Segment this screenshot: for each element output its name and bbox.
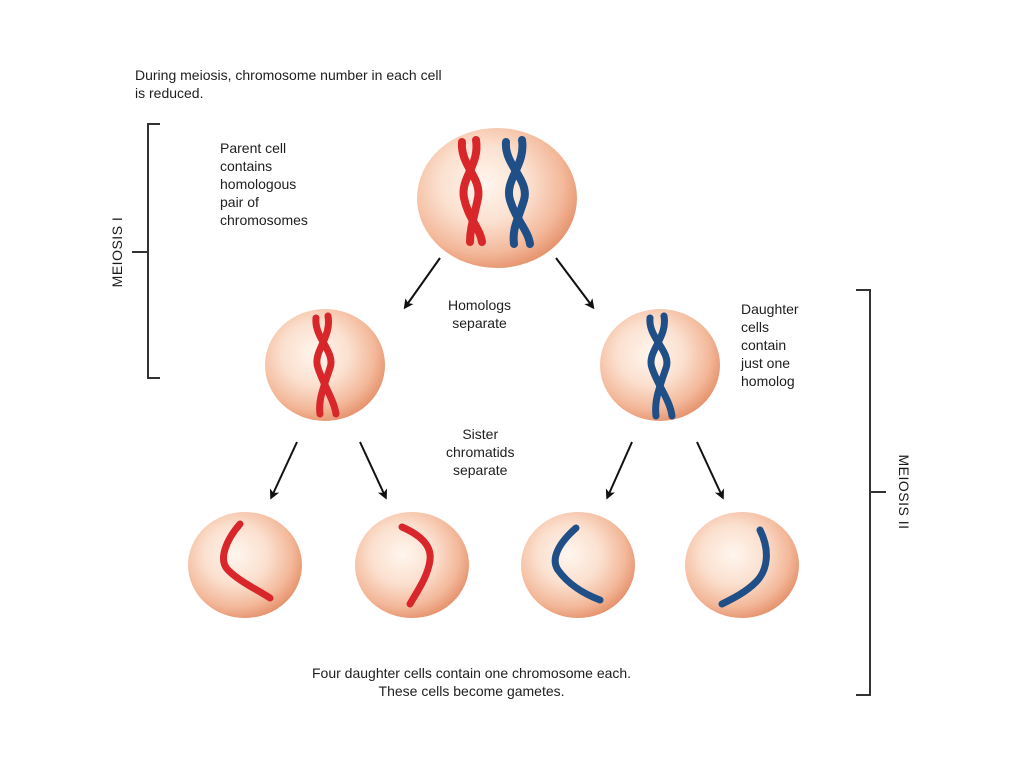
daughter-cells-label: Daughter cells contain just one homolog	[741, 301, 799, 389]
arrows	[269, 257, 725, 500]
gametes-label: Four daughter cells contain one chromoso…	[312, 665, 632, 699]
sister-chromatids-label: Sister chromatids separate	[446, 426, 515, 478]
arrow-left-to-gamete-2	[359, 441, 388, 500]
maternal-homolog	[457, 136, 486, 246]
homologs-separate-label: Homologs separate	[448, 297, 512, 331]
intro-text: During meiosis, chromosome number in eac…	[135, 67, 442, 101]
meiosis-2-bracket	[856, 289, 886, 696]
gamete-cell-3	[521, 512, 635, 618]
daughter-cell-paternal	[600, 309, 720, 421]
arrow-right-to-gamete-3	[605, 441, 633, 500]
meiosis-2-label: MEIOSIS II	[896, 454, 912, 530]
gamete-cell-4	[685, 512, 799, 618]
gamete-cell-2	[355, 512, 469, 618]
gamete-cell-1	[188, 512, 302, 618]
parent-cell	[417, 128, 577, 268]
meiosis-1-label: MEIOSIS I	[109, 216, 125, 288]
parent-cell-label: Parent cell contains homologous pair of …	[220, 140, 308, 228]
meiosis-1-bracket	[132, 123, 160, 379]
arrow-left-to-gamete-1	[269, 441, 298, 500]
arrow-parent-to-right	[555, 257, 595, 310]
arrow-parent-to-left	[403, 257, 441, 310]
daughter-cell-maternal	[265, 309, 385, 421]
arrow-right-to-gamete-4	[696, 441, 725, 500]
paternal-homolog	[501, 136, 534, 248]
